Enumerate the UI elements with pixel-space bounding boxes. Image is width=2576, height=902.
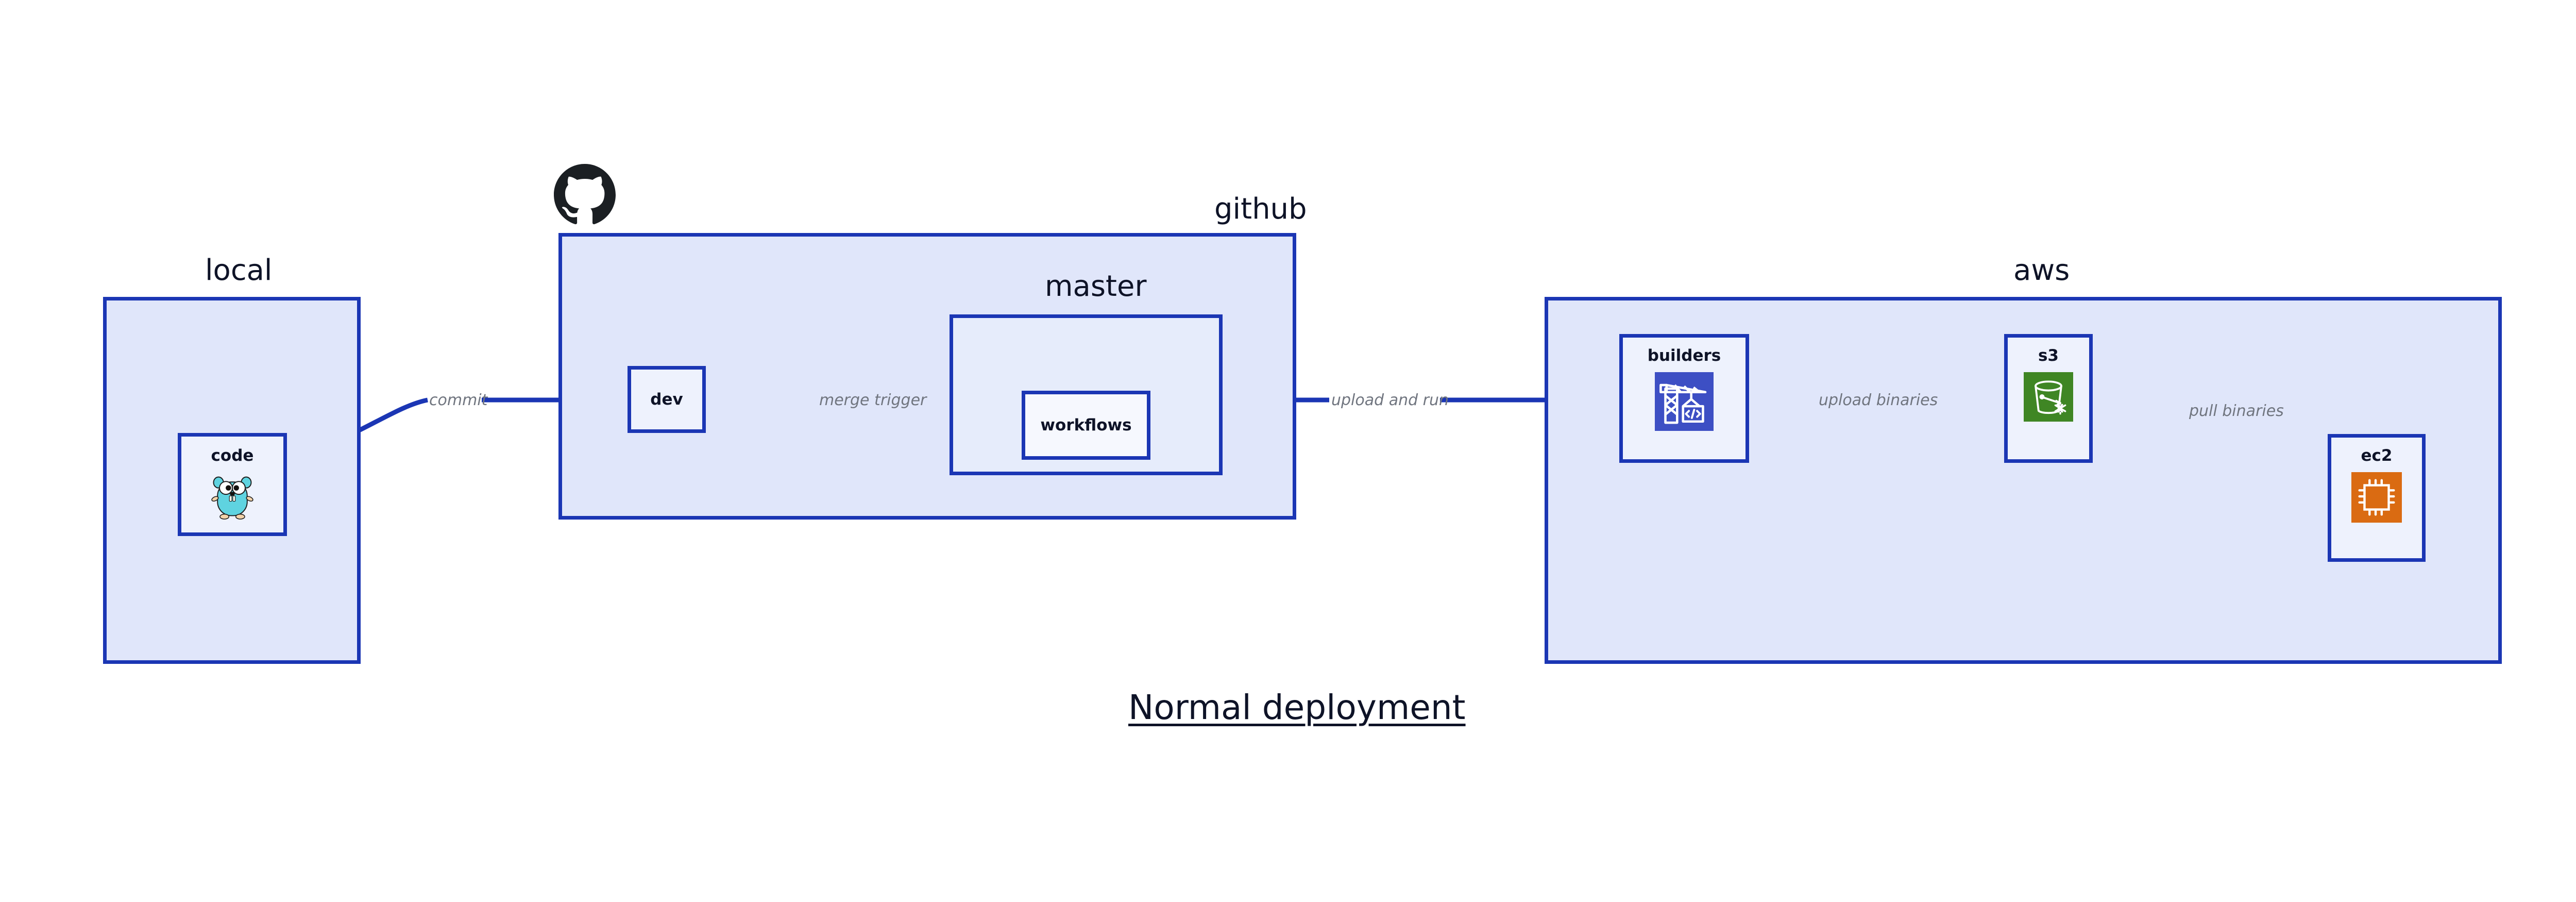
node-code[interactable]: code: [178, 433, 287, 536]
edge-label-upload-binaries: upload binaries: [1819, 391, 1938, 409]
group-label-local: local: [205, 254, 273, 287]
group-label-aws: aws: [2013, 254, 2070, 287]
node-workflows[interactable]: workflows: [1022, 391, 1150, 460]
edge-label-commit: commit: [429, 391, 488, 409]
node-s3[interactable]: s3: [2004, 334, 2093, 463]
node-ec2[interactable]: ec2: [2328, 434, 2426, 562]
node-dev[interactable]: dev: [628, 366, 706, 433]
node-label-dev: dev: [650, 390, 683, 409]
edge-label-upload-and-run: upload and run: [1331, 391, 1449, 409]
aws-builders-crane-icon: [1655, 372, 1714, 431]
diagram-caption: Normal deployment: [1128, 688, 1466, 727]
edge-label-pull-binaries: pull binaries: [2189, 402, 2284, 420]
node-label-builders: builders: [1647, 346, 1721, 365]
node-label-s3: s3: [2038, 346, 2059, 365]
aws-s3-bucket-icon: [2024, 372, 2073, 422]
edge-label-merge-trigger: merge trigger: [819, 391, 927, 409]
group-label-master: master: [1045, 270, 1147, 303]
node-label-workflows: workflows: [1040, 415, 1132, 435]
node-label-code: code: [211, 446, 254, 465]
node-label-ec2: ec2: [2361, 446, 2393, 465]
github-octocat-icon: [554, 164, 616, 226]
node-builders[interactable]: builders: [1619, 334, 1749, 463]
go-gopher-icon: [208, 471, 257, 521]
group-label-github: github: [1214, 192, 1307, 226]
aws-ec2-chip-icon: [2351, 472, 2402, 523]
